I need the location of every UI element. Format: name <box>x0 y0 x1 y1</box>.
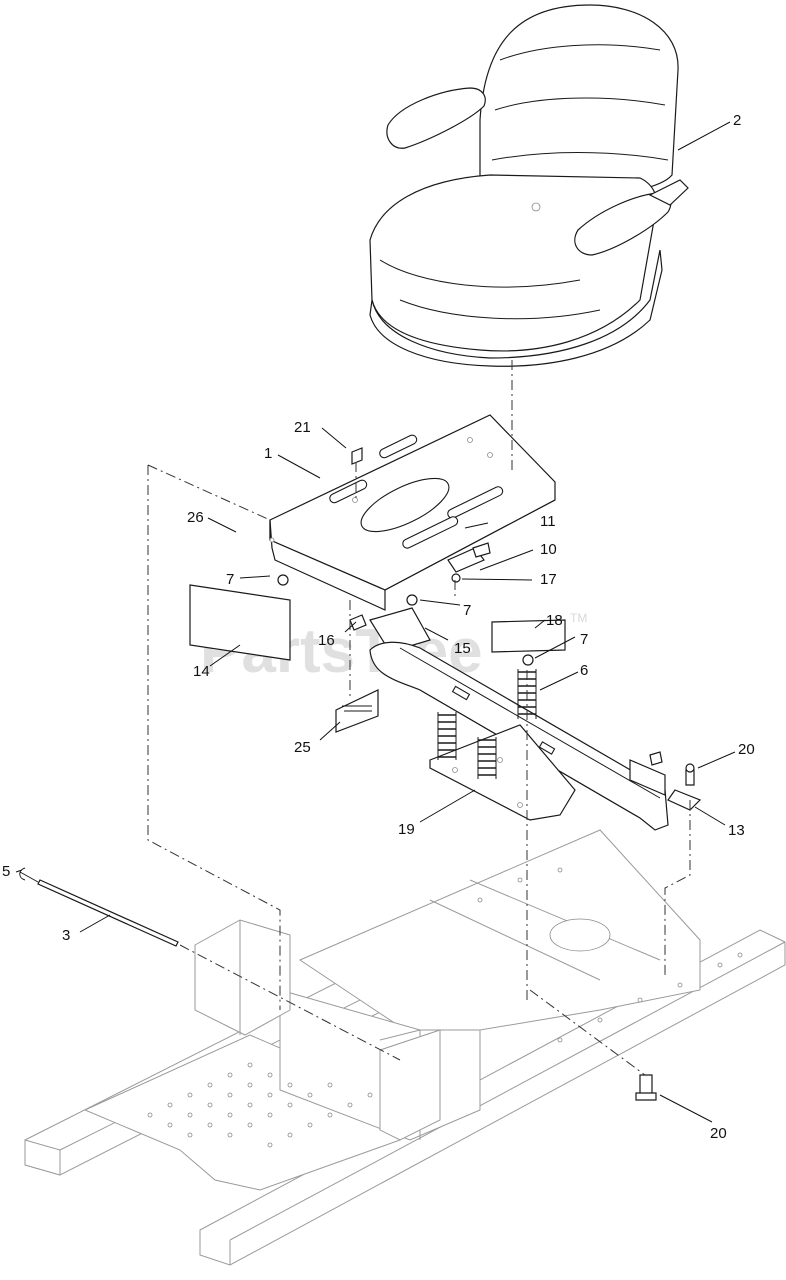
callout-7-right: 7 <box>580 631 588 648</box>
callout-2: 2 <box>733 112 741 129</box>
seat-pan-insulator <box>189 584 291 661</box>
callout-14: 14 <box>193 663 210 680</box>
callouts: 2 21 1 26 11 10 7 17 7 18 16 7 15 14 6 2… <box>2 112 755 1142</box>
watermark-trademark: TM <box>570 611 587 625</box>
callout-7-left: 7 <box>226 571 234 588</box>
callout-11: 11 <box>540 513 556 530</box>
callout-16: 16 <box>318 632 335 649</box>
spring-base-plate <box>429 669 576 821</box>
callout-18: 18 <box>546 612 563 629</box>
callout-26: 26 <box>187 509 204 526</box>
callout-17: 17 <box>540 571 557 588</box>
mower-frame <box>24 829 786 1266</box>
callout-1: 1 <box>264 445 272 462</box>
leader-lines <box>15 121 736 1123</box>
callout-15: 15 <box>454 640 471 657</box>
latch-bracket <box>369 607 431 653</box>
callout-7-mid: 7 <box>463 602 471 619</box>
callout-25: 25 <box>294 739 311 756</box>
callout-20-right: 20 <box>738 741 755 758</box>
frame-perforations <box>147 867 743 1148</box>
callout-13: 13 <box>728 822 745 839</box>
callout-5: 5 <box>2 863 10 880</box>
bolt-21 <box>639 1074 653 1096</box>
callout-21: 20 <box>710 1125 727 1142</box>
hinge-rod <box>37 879 179 947</box>
callout-19: 19 <box>398 821 415 838</box>
seat-pan <box>269 414 556 611</box>
seat-assembly <box>369 4 689 367</box>
springs <box>437 669 537 779</box>
callout-3: 3 <box>62 927 70 944</box>
callout-6: 6 <box>580 662 588 679</box>
callout-20-top: 21 <box>294 419 311 436</box>
assembly-lines <box>147 360 691 1076</box>
callout-10: 10 <box>540 541 557 558</box>
decal-18 <box>491 619 566 653</box>
